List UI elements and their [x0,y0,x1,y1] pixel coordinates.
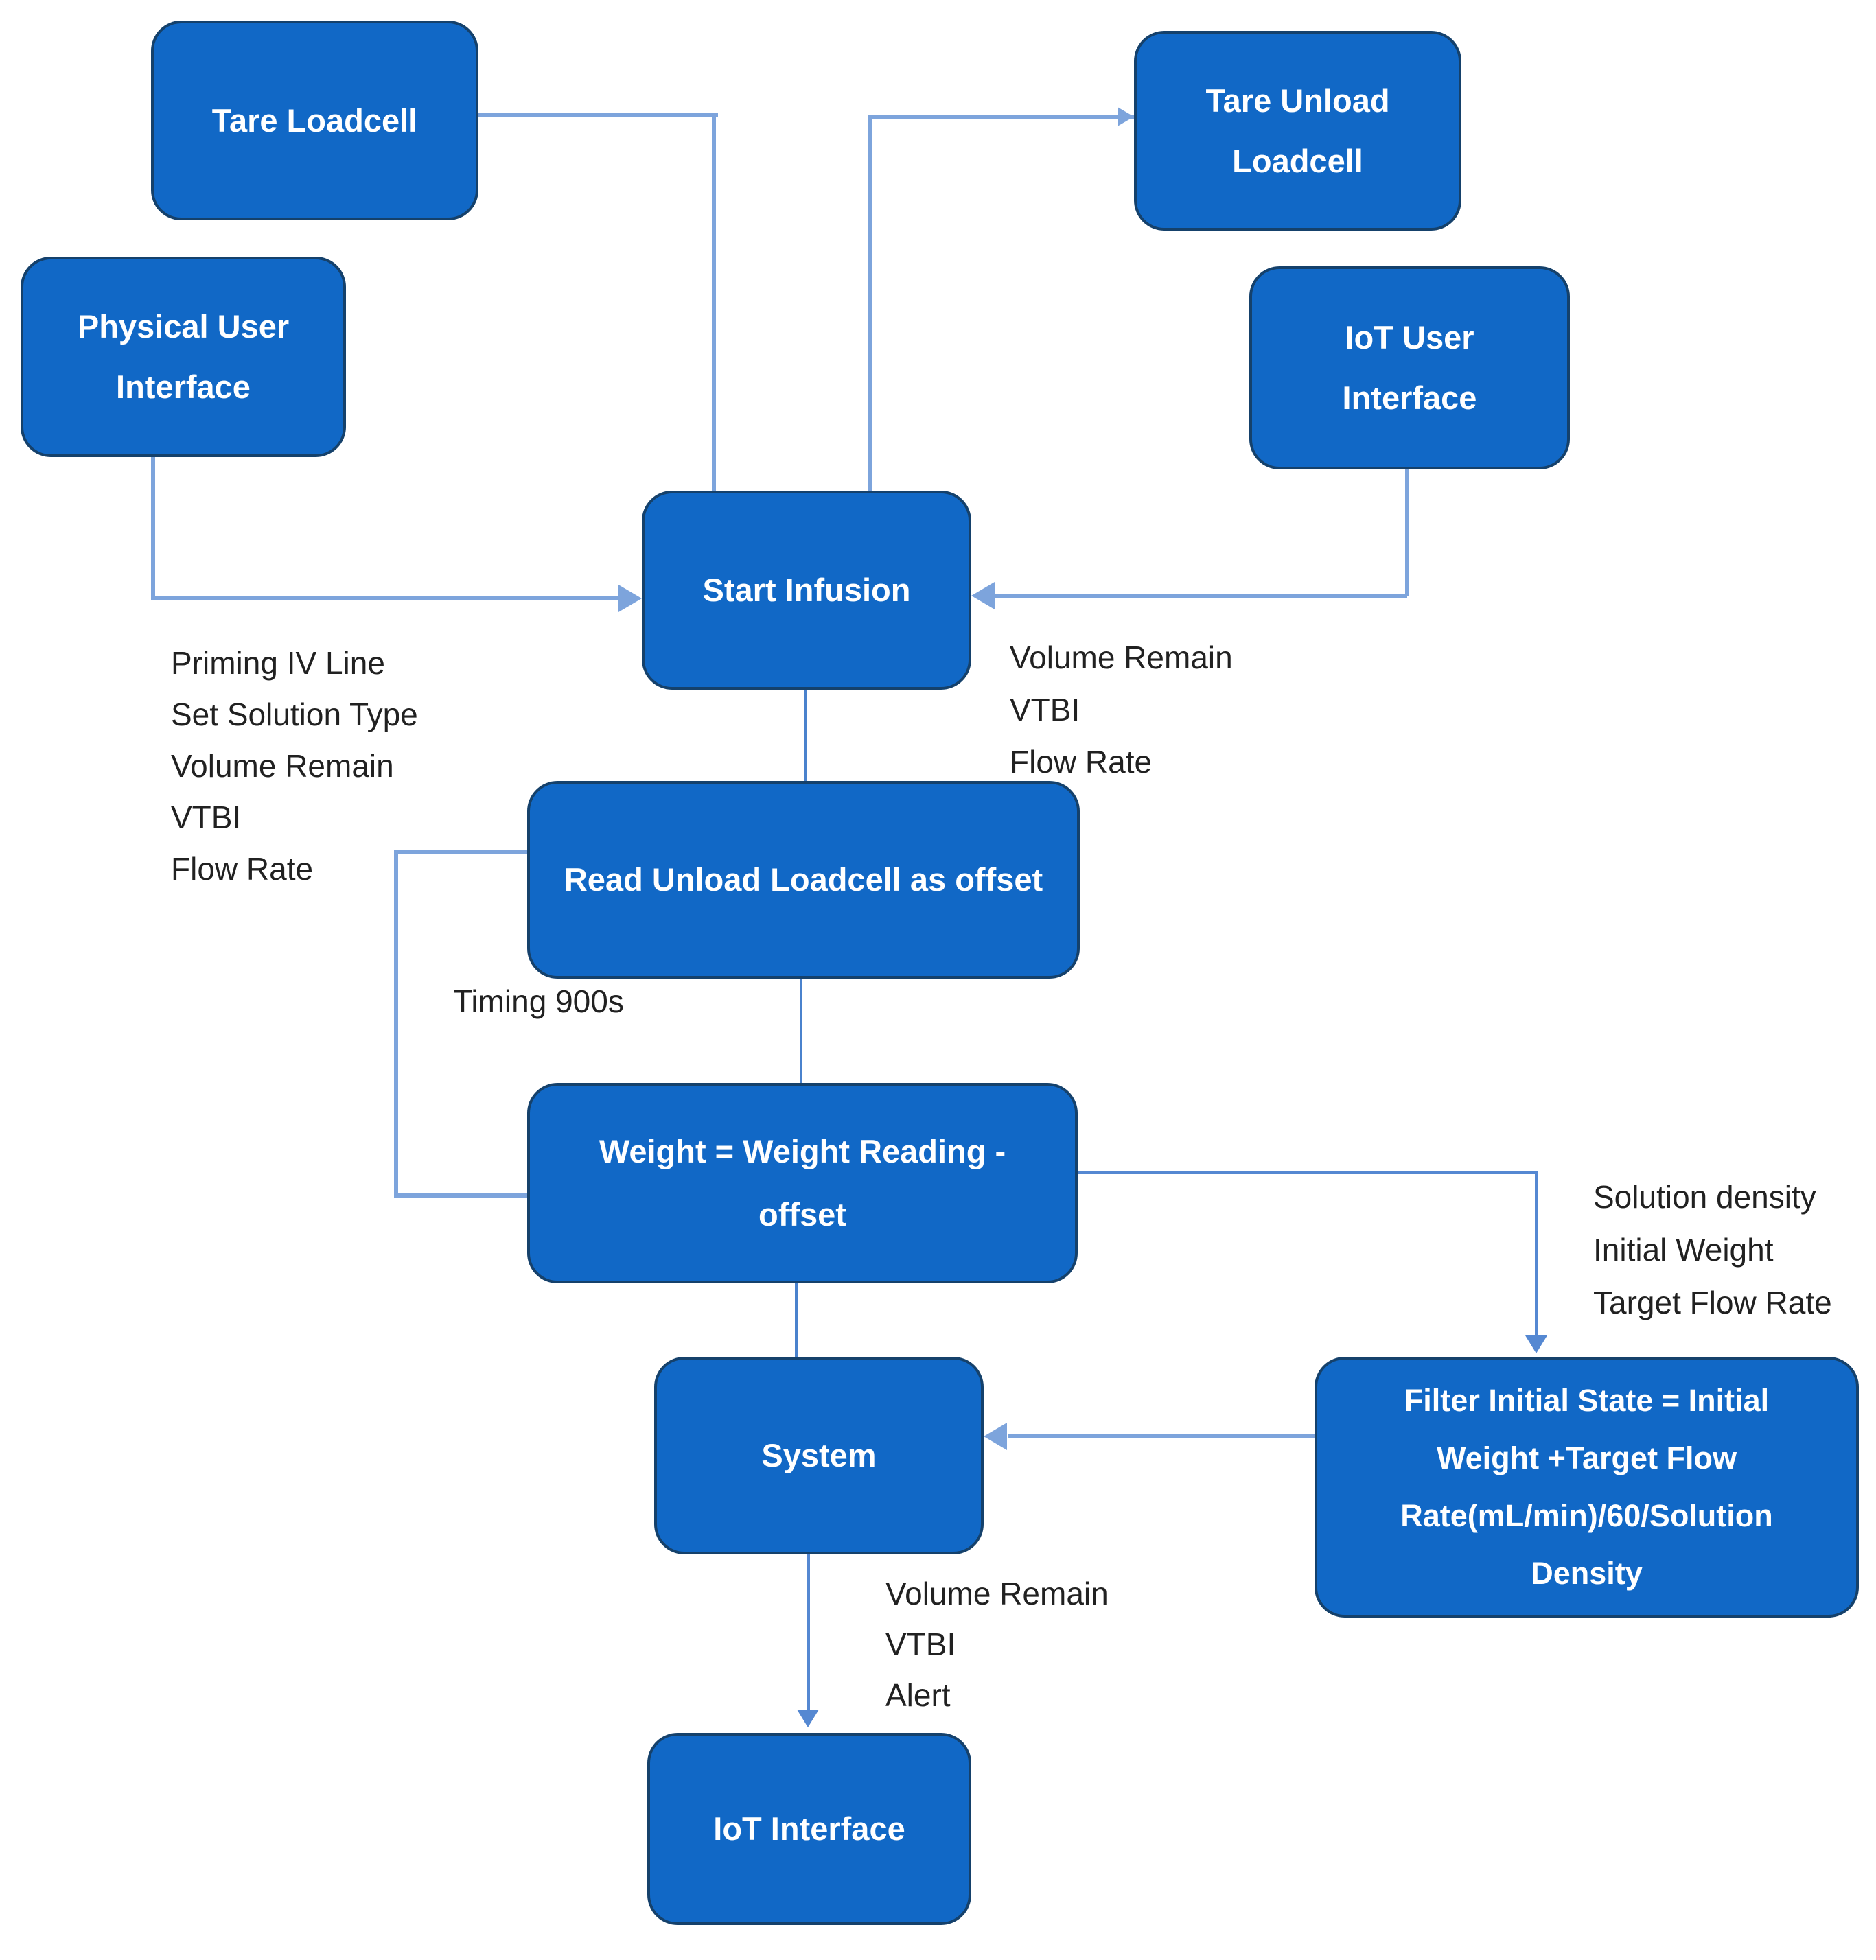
node-filter-initial-state: Filter Initial State = Initial Weight +T… [1315,1357,1859,1618]
edge-tare-loadcell-to-start-infusion-v [712,113,716,491]
edge-label-line: Alert [885,1677,951,1713]
node-label: Start Infusion [702,572,911,608]
edge-label-system-outputs: Volume Remain VTBI Alert [885,1568,1109,1720]
edge-label-line: Target Flow Rate [1593,1285,1832,1320]
node-label-line: IoT User [1345,319,1474,355]
node-label: Tare Loadcell [211,102,418,139]
edge-label-line: Set Solution Type [171,697,418,732]
node-system: System [654,1357,984,1554]
arrowhead-into-iot-interface-top [797,1710,819,1727]
node-label-line: Interface [1342,380,1477,416]
edge-timing-loop-bottom [394,1193,527,1198]
node-tare-loadcell: Tare Loadcell [151,21,478,220]
edge-iot-ui-to-start-infusion-v [1405,469,1409,596]
node-label-line: Loadcell [1232,142,1363,179]
arrowhead-into-start-infusion-left [618,585,642,612]
node-physical-user-interface: Physical User Interface [21,257,346,457]
edge-physical-ui-to-start-infusion-v [151,457,155,598]
edge-label-line: VTBI [885,1626,956,1662]
node-label-line: Physical User [77,308,290,345]
arrowhead-into-system-right [984,1423,1007,1450]
edge-start-infusion-tare-unload-v [868,115,872,491]
edge-read-unload-to-weight [800,979,802,1083]
edge-start-infusion-to-read-unload [804,690,807,781]
edge-physical-ui-to-start-infusion-h [151,596,618,600]
arrowhead-into-start-infusion-right [971,582,995,609]
edge-label-line: Timing 900s [453,983,624,1019]
node-label-line: Rate(mL/min)/60/Solution [1400,1498,1773,1533]
edge-weight-to-filter-h [1078,1171,1538,1174]
edge-label-line: Initial Weight [1593,1232,1774,1268]
node-label-line: Interface [116,369,251,405]
edge-label-line: Priming IV Line [171,645,385,681]
arrowhead-into-filter-top [1525,1335,1547,1353]
node-label-line: Filter Initial State = Initial [1404,1383,1770,1418]
edge-label-iot-ui-params: Volume Remain VTBI Flow Rate [1010,631,1233,788]
node-label: Read Unload Loadcell as offset [564,861,1043,898]
edge-start-infusion-tare-unload-h [868,115,1134,119]
node-label-line: Density [1531,1556,1643,1591]
edge-filter-to-system-h [1008,1434,1315,1438]
edge-tare-loadcell-to-start-infusion-h [478,113,718,117]
node-read-unload-loadcell-as-offset: Read Unload Loadcell as offset [527,781,1080,979]
edge-label-physical-ui-params: Priming IV Line Set Solution Type Volume… [171,638,418,895]
node-iot-interface: IoT Interface [647,1733,971,1925]
node-iot-user-interface: IoT User Interface [1249,266,1570,469]
node-label-line: Tare Unload [1205,82,1390,119]
edge-label-line: Volume Remain [885,1576,1109,1611]
edge-label-filter-inputs: Solution density Initial Weight Target F… [1593,1171,1832,1329]
edge-iot-ui-to-start-infusion-h [995,594,1407,598]
edge-label-line: Volume Remain [1010,640,1233,675]
edge-label-line: Solution density [1593,1179,1816,1215]
edge-weight-to-system [795,1283,798,1357]
edge-weight-to-filter-v [1535,1171,1538,1337]
node-label: IoT Interface [713,1810,905,1847]
edge-system-to-iot-interface [807,1554,810,1711]
node-tare-unload-loadcell: Tare Unload Loadcell [1134,31,1461,231]
edge-timing-loop-top [394,850,527,854]
edge-label-line: Flow Rate [1010,744,1153,780]
edge-label-timing: Timing 900s [453,976,624,1027]
node-label-line: Weight = Weight Reading - [599,1133,1006,1169]
edge-label-line: Volume Remain [171,748,394,784]
node-label-line: Weight +Target Flow [1436,1440,1737,1475]
edge-timing-loop-side [394,850,398,1198]
node-label-line: offset [758,1196,846,1233]
arrowhead-into-tare-unload-loadcell [1118,107,1134,126]
edge-label-line: Flow Rate [171,851,314,887]
node-weight-equals-weight-reading-minus-offset: Weight = Weight Reading - offset [527,1083,1078,1283]
node-start-infusion: Start Infusion [642,491,971,690]
edge-label-line: VTBI [1010,692,1080,727]
edge-label-line: VTBI [171,800,242,835]
node-label: System [761,1437,877,1473]
